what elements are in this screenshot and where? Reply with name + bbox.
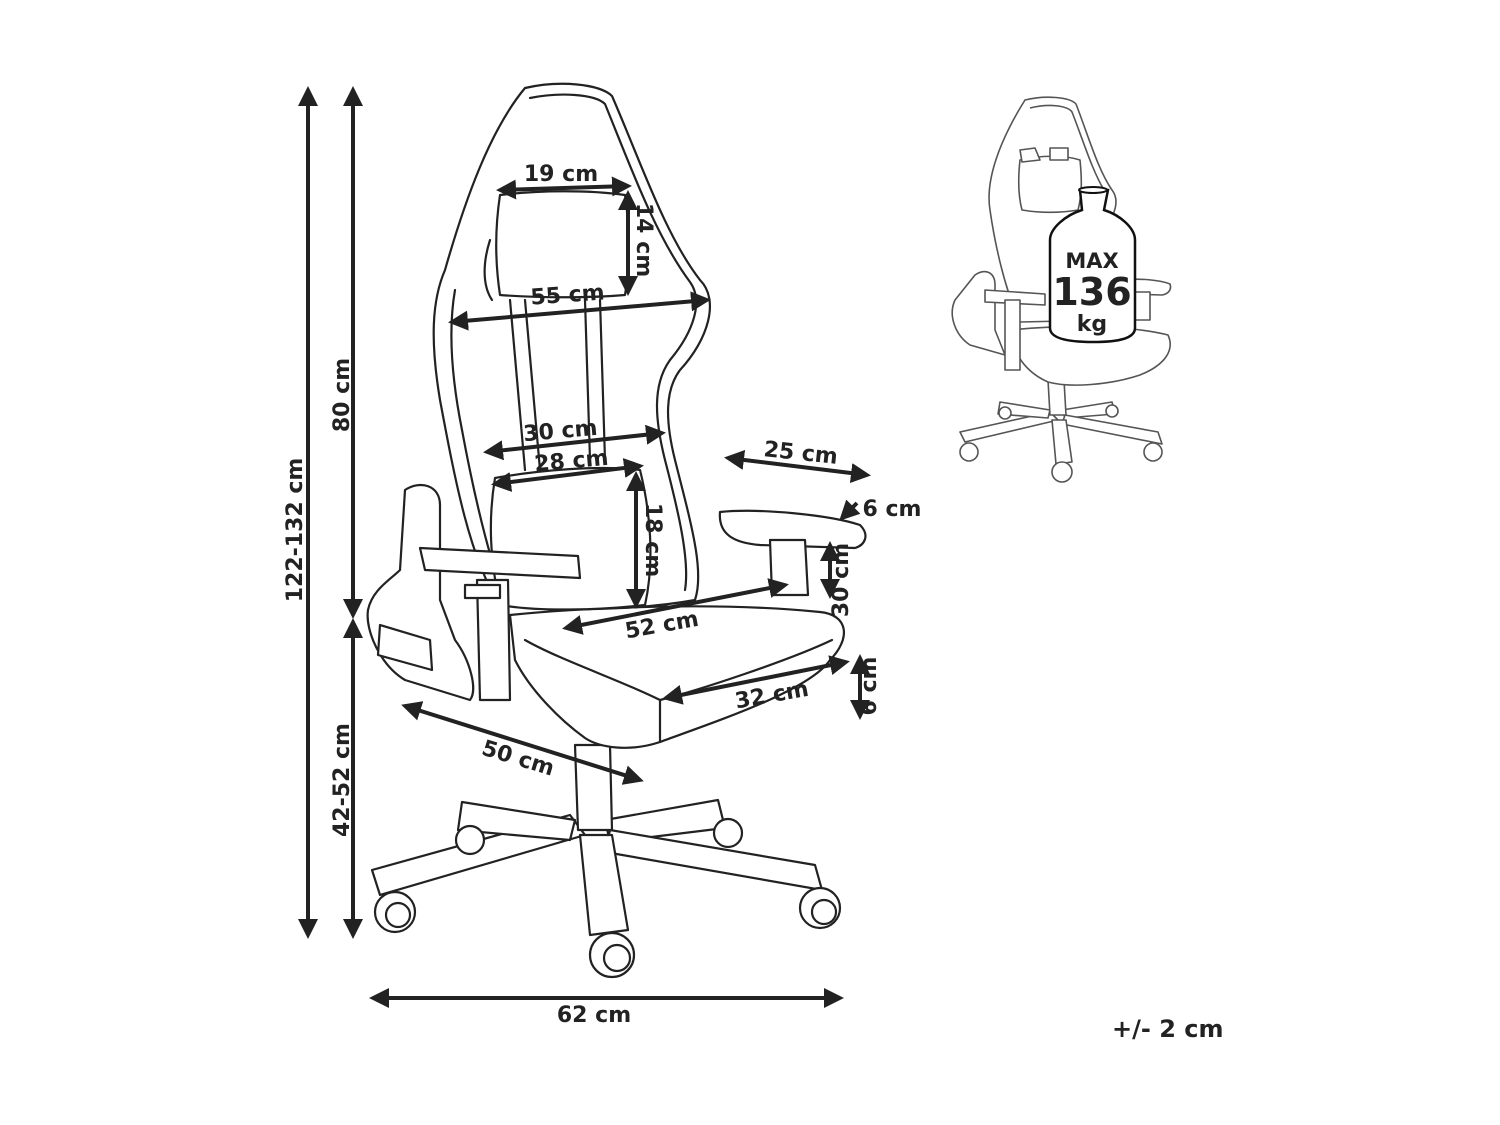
tolerance-note: +/- 2 cm (1112, 1015, 1223, 1043)
max-load-weight-icon: MAX 136 kg (1048, 186, 1137, 344)
label-base-width: 62 cm (557, 1003, 631, 1028)
chair-left-side (366, 483, 582, 702)
backrest-width-arrow (448, 291, 711, 331)
seat-depth-front-arrow (662, 655, 850, 705)
label-pillow-height: 14 cm (631, 203, 656, 277)
dimension-arrows (298, 86, 871, 1008)
max-label: MAX (1065, 249, 1118, 273)
armrest-width-arrow (839, 499, 861, 521)
back-upper-width-arrow (483, 424, 666, 461)
label-pillow-width: 19 cm (524, 162, 598, 187)
seat-depth-arrow (401, 701, 644, 785)
lumbar-width-arrow (491, 458, 644, 492)
label-armrest-height: 30 cm (829, 543, 854, 617)
label-armrest-width: 6 cm (863, 497, 922, 522)
weight-capacity-inset: MAX 136 kg (951, 96, 1172, 483)
chair-base (370, 743, 842, 979)
label-total-height: 122-132 cm (283, 458, 308, 603)
chair-drawing (366, 82, 867, 979)
pillow-width-arrow (496, 176, 632, 200)
label-lumbar-height: 18 cm (640, 503, 665, 577)
max-load-value: 136 (1052, 270, 1131, 314)
label-seat-height: 42-52 cm (330, 723, 355, 837)
seat-width-arrow (562, 578, 789, 635)
label-backrest-height: 80 cm (330, 358, 355, 432)
label-backrest-width: 55 cm (530, 280, 606, 310)
label-seat-thickness: 6 cm (857, 657, 882, 716)
armrest-length-arrow (724, 450, 871, 483)
max-load-unit: kg (1077, 312, 1107, 337)
